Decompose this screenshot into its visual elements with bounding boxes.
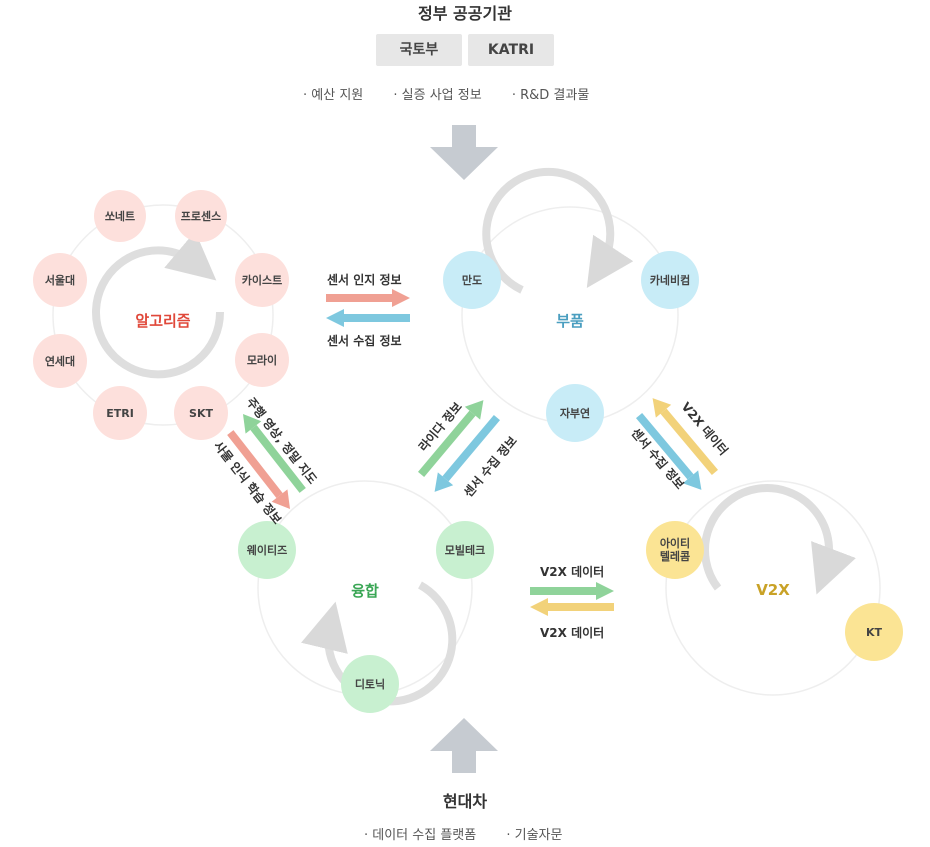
bottom-bullet: · 기술자문 bbox=[506, 828, 563, 843]
node-morai: 모라이 bbox=[235, 333, 289, 387]
node-snu: 서울대 bbox=[33, 253, 87, 307]
down-arrow-icon bbox=[430, 125, 498, 180]
node-prosense: 프로센스 bbox=[175, 190, 227, 242]
top-bullet: · 예산 지원 bbox=[303, 88, 364, 103]
parts-hub-label: 부품 bbox=[556, 312, 584, 330]
node-ittelecom: 아이티 텔레콤 bbox=[646, 521, 704, 579]
node-wayties: 웨이티즈 bbox=[238, 521, 296, 579]
fusion-cycle-arrow bbox=[301, 581, 457, 706]
top-bullet: · R&D 결과물 bbox=[511, 88, 590, 103]
v2x-cycle-arrow bbox=[701, 484, 856, 595]
top-bullets: · 예산 지원 · 실증 사업 정보 · R&D 결과물 bbox=[303, 84, 615, 103]
node-skt: SKT bbox=[174, 386, 228, 440]
algorithm-hub-label: 알고리즘 bbox=[135, 312, 191, 330]
node-ditonic: 디토닉 bbox=[341, 655, 399, 713]
bottom-bullet: · 데이터 수집 플랫폼 bbox=[364, 828, 477, 843]
top-bullet: · 실증 사업 정보 bbox=[393, 88, 482, 103]
algo-to-fusion-arrow bbox=[227, 430, 291, 509]
bottom-bullets: · 데이터 수집 플랫폼 · 기술자문 bbox=[364, 824, 588, 843]
bottom-title: 현대차 bbox=[442, 792, 488, 811]
up-arrow-icon bbox=[430, 718, 498, 773]
top-title: 정부 공공기관 bbox=[418, 4, 512, 23]
parts-to-v2x-arrow bbox=[636, 412, 702, 490]
algo-to-parts-arrow bbox=[326, 289, 410, 307]
flow-label-algo-parts-top: 센서 인지 정보 bbox=[327, 273, 402, 287]
fusion-hub-label: 융합 bbox=[351, 582, 379, 600]
flow-label-algo-parts-bottom: 센서 수집 정보 bbox=[327, 334, 402, 348]
pill-katri: KATRI bbox=[468, 34, 554, 66]
v2x-ring bbox=[665, 480, 881, 696]
node-kaist: 카이스트 bbox=[235, 253, 289, 307]
v2x-hub-label: V2X bbox=[756, 581, 790, 599]
node-jabuyeon: 자부연 bbox=[546, 384, 604, 442]
node-canavicom: 카네비컴 bbox=[641, 251, 699, 309]
v2x-to-fusion-arrow bbox=[530, 598, 614, 616]
fusion-to-parts-arrow bbox=[418, 400, 484, 478]
parts-to-algo-arrow bbox=[326, 309, 410, 327]
fusion-to-v2x-arrow bbox=[530, 582, 614, 600]
pill-molit: 국토부 bbox=[376, 34, 462, 66]
algorithm-ring bbox=[52, 204, 274, 426]
node-sonnet: 쏘네트 bbox=[94, 190, 146, 242]
parts-cycle-arrow bbox=[482, 167, 634, 294]
node-kt: KT bbox=[845, 603, 903, 661]
node-etri: ETRI bbox=[93, 386, 147, 440]
flow-label-fusion-v2x-top: V2X 데이터 bbox=[540, 565, 605, 579]
node-mobiltech: 모빌테크 bbox=[436, 521, 494, 579]
node-mando: 만도 bbox=[443, 251, 501, 309]
algorithm-cycle-arrow bbox=[92, 231, 225, 379]
node-yonsei: 연세대 bbox=[33, 334, 87, 388]
parts-to-fusion-arrow bbox=[434, 414, 500, 492]
fusion-to-algo-arrow bbox=[242, 414, 306, 493]
flow-label-fusion-v2x-bottom: V2X 데이터 bbox=[540, 626, 605, 640]
v2x-to-parts-arrow bbox=[652, 398, 718, 476]
